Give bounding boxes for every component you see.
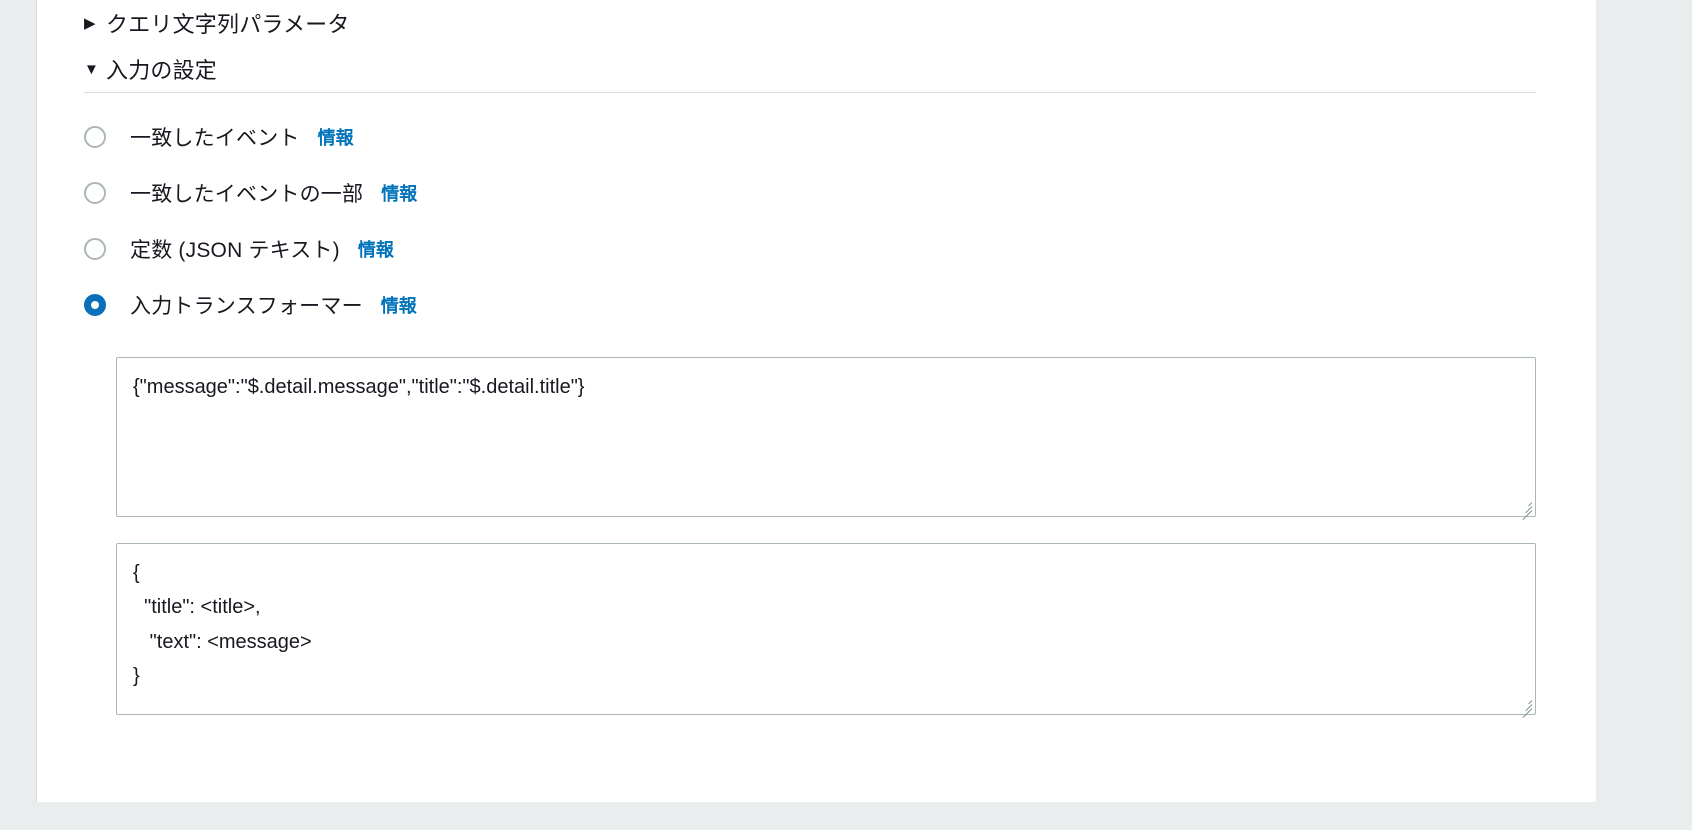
section-header-input-settings[interactable]: ▼ 入力の設定 bbox=[37, 46, 1596, 92]
chevron-right-icon: ▶ bbox=[84, 14, 96, 32]
radio-constant-json-text[interactable] bbox=[84, 238, 106, 260]
radio-label-input-transformer: 入力トランスフォーマー bbox=[130, 295, 363, 318]
radio-row-matched-event[interactable]: 一致したイベント 情報 bbox=[37, 109, 1596, 165]
right-gutter bbox=[1596, 0, 1692, 830]
input-path-field-wrapper bbox=[116, 357, 1536, 521]
chevron-down-icon: ▼ bbox=[84, 60, 99, 78]
resize-handle-input-template[interactable] bbox=[1518, 697, 1533, 719]
radio-label-constant-json-text: 定数 (JSON テキスト) bbox=[130, 239, 340, 262]
radio-part-of-matched-event[interactable] bbox=[84, 182, 106, 204]
section-title-query-string-params: クエリ文字列パラメータ bbox=[106, 12, 350, 37]
content-card: ▶ クエリ文字列パラメータ ▼ 入力の設定 一致したイベント 情報 一致したイベ… bbox=[36, 0, 1596, 802]
input-template-field-wrapper bbox=[116, 543, 1536, 719]
section-header-query-string-params[interactable]: ▶ クエリ文字列パラメータ bbox=[37, 0, 1596, 46]
info-link-part-of-matched-event[interactable]: 情報 bbox=[381, 184, 418, 204]
resize-handle-input-path[interactable] bbox=[1518, 499, 1533, 521]
info-link-matched-event[interactable]: 情報 bbox=[317, 128, 354, 148]
radio-label-part-of-matched-event: 一致したイベントの一部 bbox=[130, 183, 364, 206]
info-link-input-transformer[interactable]: 情報 bbox=[380, 296, 417, 316]
radio-row-input-transformer[interactable]: 入力トランスフォーマー 情報 bbox=[37, 277, 1596, 333]
section-divider bbox=[84, 92, 1536, 93]
radio-matched-event[interactable] bbox=[84, 126, 106, 148]
input-path-textarea[interactable] bbox=[116, 357, 1536, 517]
input-template-textarea[interactable] bbox=[116, 543, 1536, 715]
radio-input-transformer[interactable] bbox=[84, 294, 106, 316]
bottom-gutter bbox=[0, 802, 1692, 830]
radio-label-matched-event: 一致したイベント bbox=[130, 127, 300, 150]
radio-row-constant-json-text[interactable]: 定数 (JSON テキスト) 情報 bbox=[37, 221, 1596, 277]
radio-row-part-of-matched-event[interactable]: 一致したイベントの一部 情報 bbox=[37, 165, 1596, 221]
input-type-radio-group: 一致したイベント 情報 一致したイベントの一部 情報 定数 (JSON テキスト… bbox=[37, 109, 1596, 333]
info-link-constant-json-text[interactable]: 情報 bbox=[357, 240, 394, 260]
section-title-input-settings: 入力の設定 bbox=[106, 58, 218, 83]
